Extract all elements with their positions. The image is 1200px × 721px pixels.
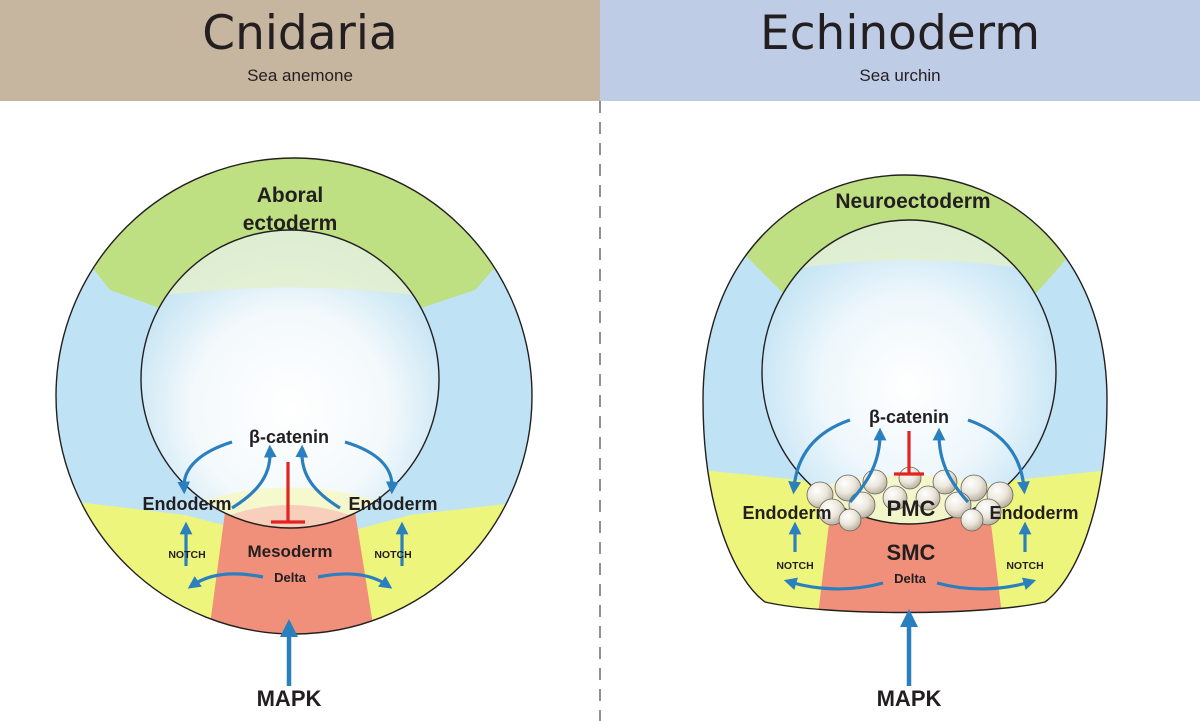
label-neuroectoderm: Neuroectoderm — [835, 190, 990, 213]
label-aboral: Aboral — [257, 184, 324, 207]
label-mapk-left: MAPK — [257, 686, 322, 711]
echinoderm-arrows — [783, 418, 1037, 686]
echinoderm-embryo — [702, 174, 1108, 614]
subtitle-sea-anemone: Sea anemone — [247, 66, 353, 85]
label-delta-right: Delta — [894, 571, 927, 586]
label-beta-catenin-left: β-catenin — [249, 427, 329, 447]
cnidaria-inhibition — [271, 462, 305, 524]
mesoderm-region — [200, 512, 385, 634]
label-notch-left-a: NOTCH — [168, 549, 205, 561]
label-ectoderm: ectoderm — [243, 212, 338, 235]
header-echinoderm: Echinoderm Sea urchin — [600, 0, 1200, 101]
header-cnidaria: Cnidaria Sea anemone — [0, 0, 600, 101]
label-endoderm-right-b: Endoderm — [989, 503, 1078, 523]
label-mesoderm: Mesoderm — [247, 542, 332, 561]
echinoderm-inhibition — [894, 431, 924, 476]
title-echinoderm: Echinoderm — [760, 6, 1040, 61]
label-pmc: PMC — [887, 496, 936, 521]
aboral-ectoderm-region — [56, 158, 532, 310]
pmc-cells — [806, 466, 1014, 532]
subtitle-sea-urchin: Sea urchin — [859, 66, 941, 85]
label-delta-left: Delta — [274, 570, 307, 585]
label-beta-catenin-right: β-catenin — [869, 407, 949, 427]
label-notch-right-a: NOTCH — [776, 560, 813, 572]
label-endoderm-right-a: Endoderm — [742, 503, 831, 523]
label-endoderm-left-b: Endoderm — [348, 494, 437, 514]
label-endoderm-left-a: Endoderm — [142, 494, 231, 514]
label-smc: SMC — [887, 540, 936, 565]
label-notch-right-b: NOTCH — [1006, 560, 1043, 572]
cnidaria-embryo — [55, 157, 533, 635]
cnidaria-arrows — [177, 440, 409, 686]
title-cnidaria: Cnidaria — [202, 6, 398, 61]
label-notch-left-b: NOTCH — [374, 549, 411, 561]
label-mapk-right: MAPK — [877, 686, 942, 711]
smc-region — [815, 515, 1005, 613]
